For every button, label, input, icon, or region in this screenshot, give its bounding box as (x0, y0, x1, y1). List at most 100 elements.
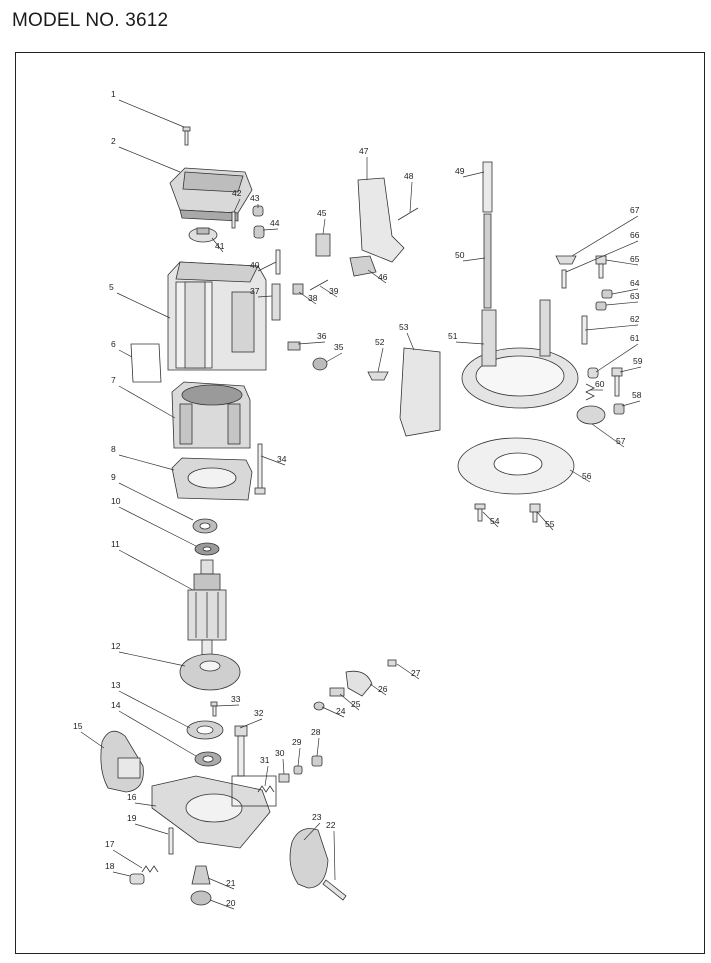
part-number-label-23: 23 (312, 812, 322, 822)
leader-line-21 (207, 877, 235, 890)
part-number-label-5: 5 (109, 282, 114, 292)
part-number-labels: 1256789101112131415161718192021222324252… (73, 89, 643, 908)
leader-line-13 (118, 690, 191, 729)
part-number-label-61: 61 (630, 333, 640, 343)
part-60-spring (585, 383, 595, 401)
leader-line-16 (134, 802, 157, 807)
leader-lines (80, 99, 642, 910)
part-64-nut (601, 289, 613, 299)
leader-line-35 (325, 352, 343, 363)
part-number-label-19: 19 (127, 813, 137, 823)
part-number-label-12: 12 (111, 641, 121, 651)
part-38-terminal (292, 283, 304, 295)
leader-line-55 (536, 511, 554, 531)
part-56-base-plate (457, 437, 575, 495)
leader-line-50 (462, 257, 486, 262)
leader-line-39 (319, 285, 338, 298)
part-number-label-49: 49 (455, 166, 465, 176)
part-55-screw (529, 503, 541, 523)
leader-line-11 (118, 549, 194, 591)
leader-line-15 (80, 731, 105, 749)
part-number-label-22: 22 (326, 820, 336, 830)
part-number-label-36: 36 (317, 331, 327, 341)
part-number-label-50: 50 (455, 250, 465, 260)
part-number-label-56: 56 (582, 471, 592, 481)
part-21-sleeve (191, 865, 211, 885)
leader-line-58 (621, 400, 641, 407)
leader-line-57 (591, 423, 625, 448)
leader-line-14 (118, 710, 197, 757)
leader-line-8 (118, 454, 175, 471)
leader-line-54 (482, 511, 499, 528)
leader-line-26 (369, 683, 387, 696)
part-number-label-26: 26 (378, 684, 388, 694)
part-number-label-32: 32 (254, 708, 264, 718)
part-number-label-27: 27 (411, 668, 421, 678)
leader-line-44 (262, 228, 279, 231)
part-number-label-48: 48 (404, 171, 414, 181)
leader-line-64 (611, 288, 639, 295)
part-47-plate (357, 177, 405, 263)
part-53-chip-guard (399, 347, 441, 437)
part-number-label-40: 40 (250, 260, 260, 270)
leader-line-30 (282, 758, 285, 775)
leader-line-36 (297, 341, 326, 345)
part-57-stopper (576, 405, 606, 425)
part-number-label-31: 31 (260, 755, 270, 765)
part-49-rod (482, 161, 493, 213)
part-number-label-24: 24 (336, 706, 346, 716)
part-1-screw (182, 126, 191, 146)
part-illustrations (100, 126, 625, 906)
leader-line-51 (455, 341, 485, 345)
leader-line-56 (569, 469, 591, 483)
part-41-bracket (188, 227, 218, 243)
part-19-screw (168, 827, 174, 855)
part-34-screw (254, 443, 266, 495)
leader-line-49 (462, 171, 485, 178)
part-14-ball-bearing (194, 751, 222, 767)
leader-line-61 (595, 343, 639, 373)
leader-line-40 (257, 261, 277, 272)
part-number-label-67: 67 (630, 205, 640, 215)
part-number-label-14: 14 (111, 700, 121, 710)
part-number-label-60: 60 (595, 379, 605, 389)
part-number-label-29: 29 (292, 737, 302, 747)
leader-line-10 (118, 506, 197, 547)
part-27-screw (387, 659, 397, 667)
part-number-label-17: 17 (105, 839, 115, 849)
part-number-label-62: 62 (630, 314, 640, 324)
leader-line-46 (367, 269, 387, 284)
leader-line-20 (209, 899, 235, 910)
part-number-label-53: 53 (399, 322, 409, 332)
part-25-pin (329, 687, 345, 697)
part-number-label-35: 35 (334, 342, 344, 352)
part-number-label-7: 7 (111, 375, 116, 385)
leader-line-18 (112, 871, 131, 877)
leader-line-12 (118, 651, 186, 667)
part-number-label-45: 45 (317, 208, 327, 218)
leader-line-32 (239, 718, 263, 729)
part-18-screw (129, 873, 145, 885)
part-8-baffle-plate (171, 457, 253, 501)
part-number-label-47: 47 (359, 146, 369, 156)
part-45-switch (315, 233, 331, 257)
leader-line-67 (571, 215, 639, 257)
part-63-nut (595, 301, 607, 311)
leader-line-33 (215, 704, 240, 707)
part-number-label-65: 65 (630, 254, 640, 264)
part-number-label-54: 54 (490, 516, 500, 526)
part-number-label-28: 28 (311, 727, 321, 737)
part-number-label-1: 1 (111, 89, 116, 99)
leader-line-38 (298, 291, 317, 305)
leader-line-45 (322, 218, 326, 235)
part-39-screw (309, 279, 329, 291)
part-31-spring (257, 785, 275, 793)
leader-line-52 (377, 347, 384, 373)
part-5-motor-housing (167, 261, 267, 371)
leader-line-29 (297, 747, 301, 767)
part-44-cap (253, 225, 265, 239)
part-number-label-30: 30 (275, 748, 285, 758)
part-number-label-15: 15 (73, 721, 83, 731)
part-33-screw (210, 701, 218, 717)
part-61-screw (587, 367, 599, 379)
